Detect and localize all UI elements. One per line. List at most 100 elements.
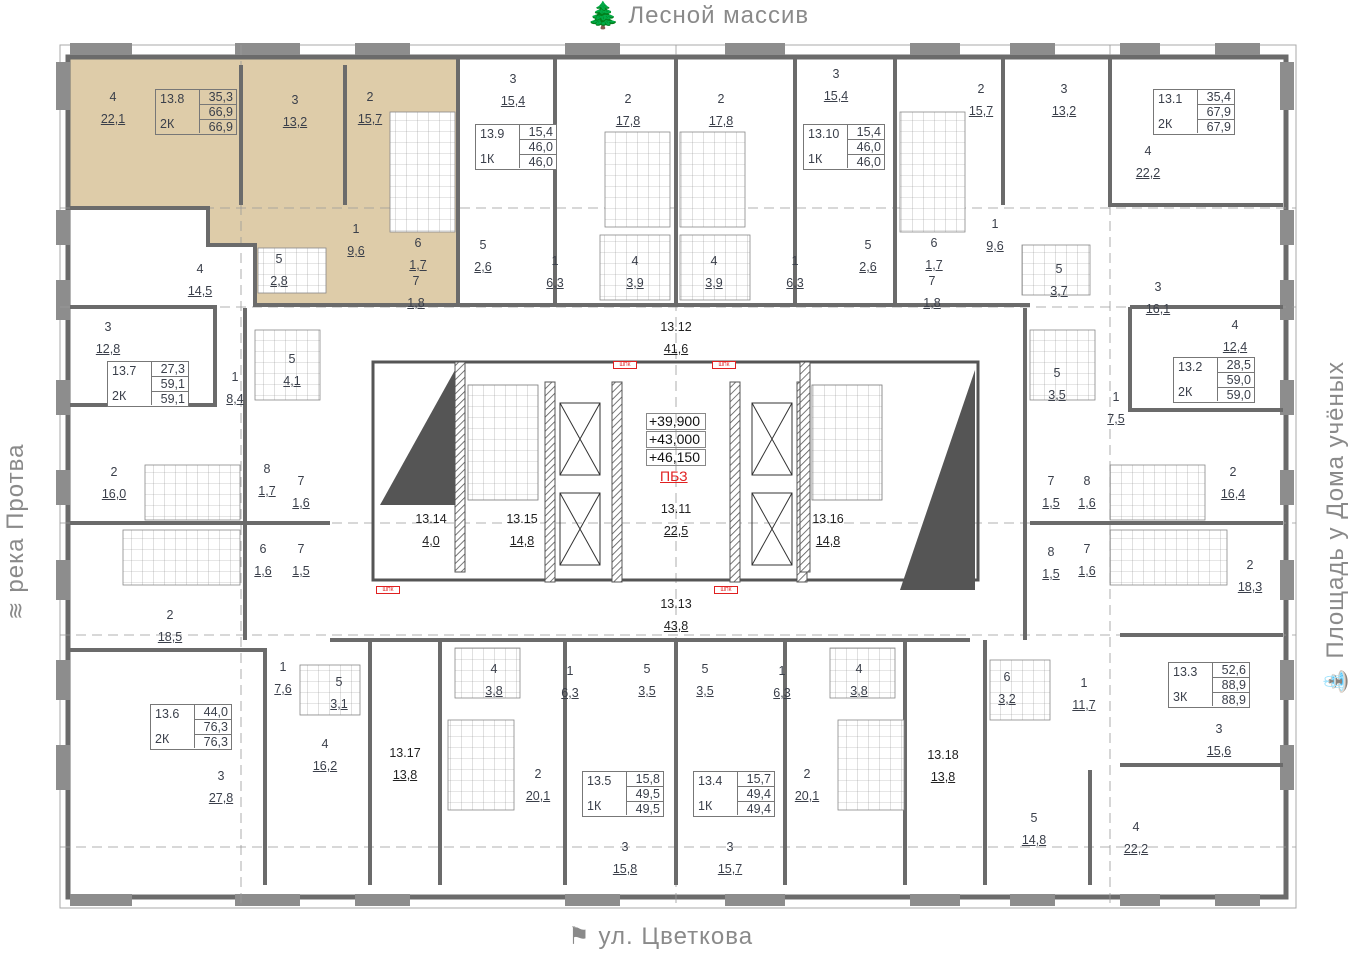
total-area: 59,0: [1218, 373, 1254, 388]
window: [70, 43, 132, 55]
apartment-number: 13.3: [1173, 665, 1198, 679]
room-area: 7,5: [1107, 412, 1125, 426]
room-number: 3: [291, 93, 299, 107]
apartment-number: 13.9: [480, 127, 505, 141]
room-number: 6: [1003, 670, 1011, 684]
room-area: 15,4: [500, 94, 526, 108]
compass-north: 🌲 Лесной массив: [587, 0, 809, 31]
room-area: 9,6: [347, 244, 365, 258]
room-area: 13,2: [282, 115, 308, 129]
living-area: 35,4: [1198, 90, 1234, 105]
living-area: 28,5: [1218, 358, 1254, 373]
window: [70, 894, 132, 906]
living-area: 15,8: [627, 772, 663, 787]
living-area: 35,3: [200, 90, 236, 105]
living-area: 15,4: [848, 125, 884, 140]
room-area: 3,9: [626, 276, 644, 290]
total-area-with-balcony: 67,9: [1206, 120, 1231, 134]
room-area: 16,4: [1220, 487, 1246, 501]
total-area-with-balcony: 49,5: [635, 802, 660, 816]
room-number: 7: [1083, 542, 1091, 556]
shpk-label: ШПК: [714, 586, 738, 594]
room-number: 8: [1047, 545, 1055, 559]
room-number: 2: [1229, 465, 1237, 479]
room-number: 13.16: [812, 512, 844, 526]
room-number: 5: [479, 238, 487, 252]
room-area: 8,4: [226, 392, 244, 406]
room-number: 13.11: [660, 502, 692, 516]
total-area: 46,0: [520, 140, 556, 155]
total-area: 67,9: [1198, 105, 1234, 120]
apartment-number: 13.8: [160, 92, 185, 106]
room-area: 16,2: [312, 759, 338, 773]
living-area: 52,6: [1213, 663, 1249, 678]
total-area-with-balcony: 88,9: [1221, 693, 1246, 707]
room-area: 3,8: [485, 684, 503, 698]
room-number: 2: [803, 767, 811, 781]
total-area-with-balcony: 66,9: [208, 120, 233, 134]
apartment-number: 13.5: [587, 774, 612, 788]
room-number: 3: [1060, 82, 1068, 96]
room-area: 17,8: [615, 114, 641, 128]
apartment-number: 13.7: [112, 364, 137, 378]
room-area: 14,5: [187, 284, 213, 298]
room-number: 5: [701, 662, 709, 676]
room-area: 16,1: [1145, 302, 1171, 316]
room-area: 6,3: [786, 276, 804, 290]
window: [1010, 894, 1055, 906]
room-number: 3: [621, 840, 629, 854]
room-area: 9,6: [986, 239, 1004, 253]
window: [1280, 560, 1294, 600]
room-number: 3: [726, 840, 734, 854]
room-area: 15,7: [357, 112, 383, 126]
window: [56, 210, 70, 245]
room-number: 5: [1053, 366, 1061, 380]
room-number: 7: [297, 542, 305, 556]
room-number: 3: [104, 320, 112, 334]
room-area: 17,8: [708, 114, 734, 128]
room-area: 1,6: [1078, 564, 1096, 578]
room-number: 7: [1047, 474, 1055, 488]
room-area: 3,5: [696, 684, 714, 698]
total-area-with-balcony: 59,1: [160, 392, 185, 406]
selected-apartment-13-8: [70, 57, 458, 305]
window: [56, 380, 70, 415]
apartment-type: 2К: [112, 389, 127, 403]
apartment-type: 1К: [480, 152, 495, 166]
apartment-type: 2К: [160, 117, 175, 131]
window: [565, 43, 620, 55]
room-number: 2: [717, 92, 725, 106]
room-area: 3,8: [850, 684, 868, 698]
compass-west: ≋ река Протва: [2, 444, 30, 620]
window: [1010, 43, 1055, 55]
